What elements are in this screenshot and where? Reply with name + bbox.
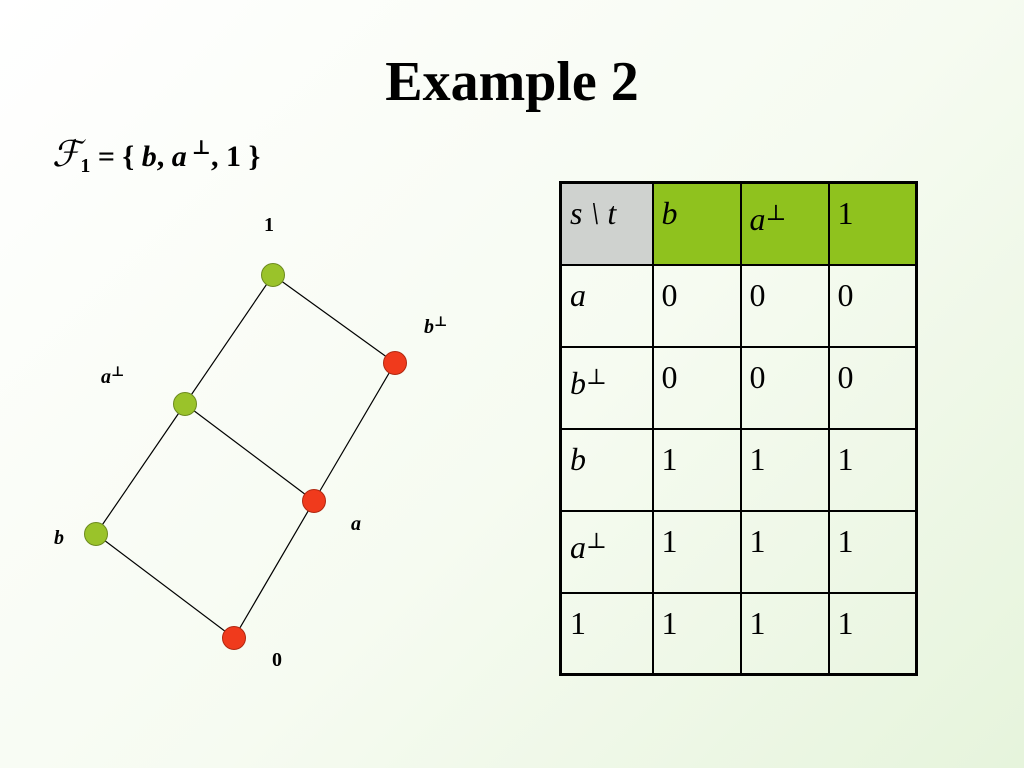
table-cell: 1 bbox=[651, 427, 742, 512]
edge-a-0 bbox=[233, 500, 315, 639]
node-0 bbox=[222, 626, 246, 650]
row-header: a⊥ bbox=[559, 509, 654, 594]
family-definition: ℱ1 = { b, a ⊥, 1 } bbox=[52, 126, 260, 188]
node-a bbox=[302, 489, 326, 513]
table-row: b⊥ 0 0 0 bbox=[559, 345, 918, 430]
node-a-perp bbox=[173, 392, 197, 416]
table-cell: 1 bbox=[651, 509, 742, 594]
table-cell: 1 bbox=[827, 509, 918, 594]
table-header-a-perp: a⊥ bbox=[739, 181, 830, 266]
table-cell: 1 bbox=[651, 591, 742, 676]
table-row: 1 1 1 1 bbox=[559, 591, 918, 676]
table-row: a 0 0 0 bbox=[559, 263, 918, 348]
formula-eq: = { bbox=[90, 140, 142, 173]
table-corner-cell: s \ t bbox=[559, 181, 654, 266]
table-cell: 0 bbox=[739, 345, 830, 430]
label-node-a: a bbox=[351, 513, 361, 535]
table-cell: 0 bbox=[827, 263, 918, 348]
table-cell: 1 bbox=[739, 591, 830, 676]
row-header: b bbox=[559, 427, 654, 512]
script-f-symbol: ℱ bbox=[52, 134, 81, 174]
node-1 bbox=[261, 263, 285, 287]
formula-a: a bbox=[171, 140, 187, 173]
row-header: a bbox=[559, 263, 654, 348]
lattice-edges bbox=[95, 274, 396, 639]
label-node-a-perp: a⊥ bbox=[101, 365, 124, 388]
slide-title: Example 2 bbox=[385, 51, 639, 113]
edge-b-0 bbox=[95, 533, 235, 639]
table-cell: 0 bbox=[827, 345, 918, 430]
row-header: b⊥ bbox=[559, 345, 654, 430]
relation-table: s \ t b a⊥ 1 a 0 0 0 b⊥ 0 0 0 b 1 1 1 a⊥… bbox=[559, 181, 918, 676]
label-node-b: b bbox=[54, 527, 64, 549]
row-header: 1 bbox=[559, 591, 654, 676]
edge-bperp-a bbox=[313, 362, 396, 502]
label-node-b-perp: b⊥ bbox=[424, 315, 447, 338]
formula-comma: , bbox=[156, 140, 172, 173]
formula-subscript: 1 bbox=[80, 155, 91, 177]
table-cell: 1 bbox=[739, 509, 830, 594]
edge-1-bperp bbox=[272, 274, 396, 364]
formula-tail: , 1 } bbox=[210, 140, 261, 173]
edge-aperp-b bbox=[95, 403, 186, 535]
table-cell: 1 bbox=[827, 427, 918, 512]
table-header-1: 1 bbox=[827, 181, 918, 266]
node-b bbox=[84, 522, 108, 546]
label-node-0: 0 bbox=[272, 649, 282, 671]
table-cell: 0 bbox=[651, 263, 742, 348]
table-row: b 1 1 1 bbox=[559, 427, 918, 512]
table-cell: 1 bbox=[827, 591, 918, 676]
table-cell: 0 bbox=[739, 263, 830, 348]
edge-aperp-a bbox=[184, 403, 315, 502]
formula-perp: ⊥ bbox=[186, 137, 211, 159]
table-header-b: b bbox=[651, 181, 742, 266]
table-cell: 1 bbox=[739, 427, 830, 512]
node-b-perp bbox=[383, 351, 407, 375]
edge-1-aperp bbox=[184, 274, 274, 405]
formula-b: b bbox=[141, 140, 157, 173]
table-header-row: s \ t b a⊥ 1 bbox=[559, 181, 918, 266]
table-cell: 0 bbox=[651, 345, 742, 430]
table-row: a⊥ 1 1 1 bbox=[559, 509, 918, 594]
label-node-1: 1 bbox=[264, 214, 274, 236]
